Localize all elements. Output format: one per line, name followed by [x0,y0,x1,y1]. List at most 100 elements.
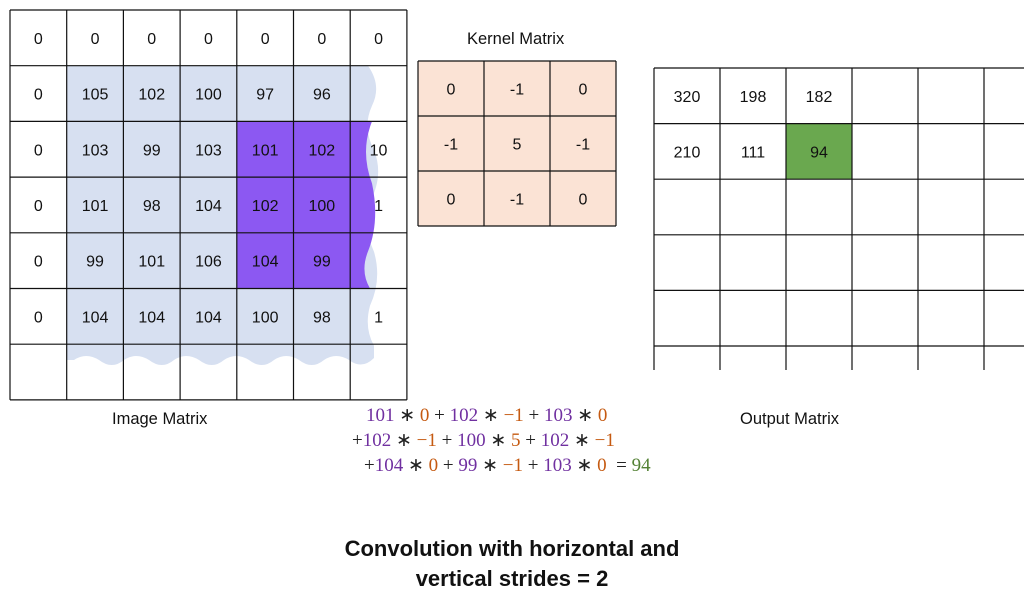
image-cell-value: 100 [195,87,222,104]
caption: Convolution with horizontal and vertical… [212,534,812,594]
equation-token: ∗ [569,430,595,451]
image-cell-value: 0 [317,31,326,48]
kernel-cell-value: 0 [579,192,588,209]
image-cell-value: 102 [138,87,165,104]
image-cell-value: 10 [370,142,388,159]
image-cell-value: 99 [313,254,331,271]
equation-token: −1 [502,455,523,476]
image-cell-value: 0 [204,31,213,48]
kernel-cell-value: -1 [444,137,458,154]
equation-token: 0 [597,405,608,426]
image-cell-value: 0 [91,31,100,48]
image-cell-value: 0 [34,254,43,271]
equation-token: + [429,405,450,426]
image-cell-value: 0 [147,31,156,48]
equation-token: ∗ [394,405,420,426]
caption-line-2: vertical strides = 2 [415,566,609,591]
image-cell-value: 0 [34,142,43,159]
equation-token: 102 [449,405,479,426]
kernel-cell-value: 5 [513,137,522,154]
image-cell-value: 105 [82,87,109,104]
image-cell-value: 0 [34,87,43,104]
image-cell-value: 1 [374,309,383,326]
output-cell-value: 111 [741,144,765,161]
image-cell-value: 0 [374,31,383,48]
equation-token: ∗ [403,455,429,476]
convolution-equation: 101 ∗ 0 + 102 ∗ −1 + 103 ∗ 0 +102 ∗ −1 +… [345,404,705,484]
equation-token: 94 [631,455,651,476]
image-cell-value: 103 [82,142,109,159]
image-cell-value: 98 [313,309,331,326]
kernel-fill [418,61,616,226]
image-cell-value: 102 [252,198,279,215]
image-cell-value: 106 [195,254,222,271]
equation-token: −1 [416,430,437,451]
equation-line-2: +102 ∗ −1 + 100 ∗ 5 + 102 ∗ −1 [352,429,615,452]
image-cell-value: 101 [82,198,109,215]
equation-token: + [523,455,544,476]
equation-token: ∗ [391,430,417,451]
image-cell-value: 1 [374,198,383,215]
image-cell-value: 0 [261,31,270,48]
image-cell-value: 99 [143,142,161,159]
output-cell-value: 210 [674,144,701,161]
output-cell-value: 320 [674,89,701,106]
image-cell-value: 0 [34,31,43,48]
image-cell-value: 104 [82,309,109,326]
image-cell-value: 97 [256,87,274,104]
equation-token: 103 [543,455,572,476]
kernel-cell-value: -1 [510,192,524,209]
equation-token: + [352,430,363,451]
equation-token: −1 [503,405,524,426]
image-cell-value: 104 [252,254,279,271]
equation-token: −1 [594,430,615,451]
equation-token: + [438,455,459,476]
kernel-matrix-label: Kernel Matrix [467,30,565,48]
image-cell-value: 99 [86,254,104,271]
equation-token: 102 [362,430,392,451]
output-cell-value: 182 [806,89,833,106]
equation-token: ∗ [485,430,511,451]
image-cell-value: 102 [308,142,335,159]
equation-token: 104 [374,455,404,476]
image-cell-value: 96 [313,87,331,104]
image-cell-value: 100 [308,198,335,215]
output-cell-value: 198 [740,89,767,106]
image-cell-value: 0 [34,198,43,215]
image-cell-value: 104 [195,198,222,215]
equation-token: 0 [428,455,439,476]
kernel-cell-value: 0 [447,192,456,209]
kernel-cell-value: 0 [447,82,456,99]
equation-token: ∗ [572,405,598,426]
equation-token: 5 [511,430,521,451]
kernel-window-highlight [236,121,376,289]
equation-token: 103 [544,405,573,426]
equation-token: + [520,430,541,451]
equation-token: 100 [457,430,486,451]
equation-token: 0 [419,405,430,426]
image-cell-value: 103 [195,142,222,159]
kernel-cell-value: -1 [576,137,590,154]
image-matrix-label: Image Matrix [112,410,208,428]
equation-token: 0 [597,455,607,476]
image-cell-value: 0 [34,309,43,326]
equation-token: + [523,405,544,426]
equation-token: ∗ [478,405,504,426]
equation-line-1: 101 ∗ 0 + 102 ∗ −1 + 103 ∗ 0 [366,404,607,427]
equation-token: 99 [458,455,478,476]
equation-token: 101 [366,405,395,426]
image-cell-value: 101 [252,142,279,159]
image-cell-value: 98 [143,198,161,215]
output-highlight-cell [786,123,852,180]
image-cell-value: 104 [138,309,165,326]
caption-line-1: Convolution with horizontal and [344,536,680,561]
image-cell-value: 101 [138,254,165,271]
equation-token: ∗ [477,455,503,476]
equation-token: ∗ [571,455,598,476]
equation-line-3: +104 ∗ 0 + 99 ∗ −1 + 103 ∗ 0 = 94 [364,454,651,477]
equation-token: + [436,430,458,451]
equation-token: + [364,455,375,476]
kernel-cell-value: -1 [510,82,524,99]
